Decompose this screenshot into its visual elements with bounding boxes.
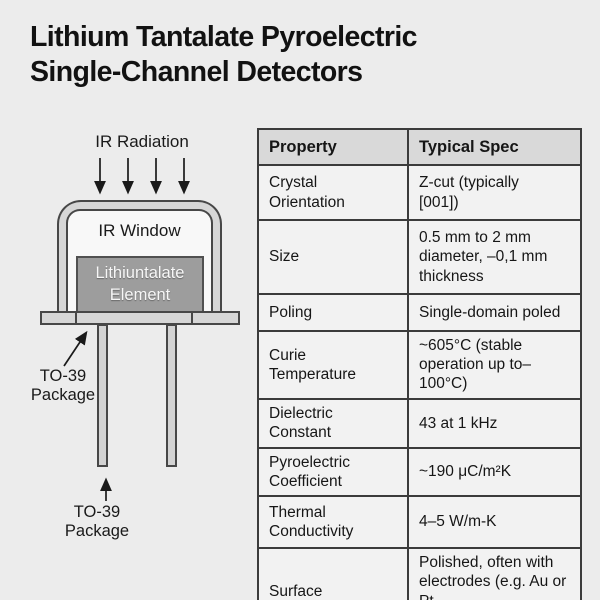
column-header-spec: Typical Spec [407,128,582,166]
ir-window-label: IR Window [98,221,181,240]
property-cell: Crystal Orientation [257,164,409,221]
spec-cell: 4–5 W/m-K [407,495,582,550]
table-row: Pyroelectric Coefficient ~190 μC/m²K [257,446,582,498]
property-cell: Pyroelectric Coefficient [257,446,409,498]
property-cell: Poling [257,293,409,332]
property-cell: Dielectric Constant [257,397,409,449]
table-row: Crystal Orientation Z-cut (typically [00… [257,164,582,221]
side-package-arrow-icon [63,330,88,367]
table-row: Surface Polished, often with electrodes … [257,547,582,600]
pin-right [166,324,177,467]
flange-notch [191,313,193,323]
package-flange [40,311,240,325]
property-cell: Surface [257,547,409,600]
spec-table: Property Typical Spec Crystal Orientatio… [257,128,582,600]
pin-left [97,324,108,467]
spec-cell: ~190 μC/m²K [407,446,582,498]
page-title-line2: Single-Channel Detectors [30,55,363,88]
diagram-arrows [63,158,190,501]
table-row: Dielectric Constant 43 at 1 kHz [257,397,582,449]
property-cell: Curie Temperature [257,330,409,400]
table-row: Thermal Conductivity 4–5 W/m-K [257,495,582,550]
side-package-label: TO-39 Package [30,367,96,405]
property-cell: Size [257,219,409,295]
bottom-package-label: TO-39 Package [64,503,130,541]
flange-notch [75,313,77,323]
spec-cell: 43 at 1 kHz [407,397,582,449]
table-row: Curie Temperature ~605°C (stable operati… [257,330,582,400]
table-row: Poling Single-domain poled [257,293,582,332]
page-title-line1: Lithium Tantalate Pyroelectric [30,21,418,53]
spec-cell: ~605°C (stable operation up to–100°C) [407,330,582,400]
detector-element: Lithiuntalate Element [76,256,204,313]
column-header-property: Property [257,128,409,166]
spec-cell: Z-cut (typically [001]) [407,164,582,221]
spec-cell: Single-domain poled [407,293,582,332]
ir-radiation-label: IR Radiation [95,132,189,151]
page-title: Lithium Tantalate Pyroelectric Single-Ch… [30,20,418,90]
spec-cell: 0.5 mm to 2 mm diameter, –0,1 mm thickne… [407,219,582,295]
table-row: Size 0.5 mm to 2 mm diameter, –0,1 mm th… [257,219,582,295]
table-header-row: Property Typical Spec [257,128,582,166]
detector-element-label: Lithiuntalate Element [95,264,185,304]
spec-cell: Polished, often with electrodes (e.g. Au… [407,547,582,600]
property-cell: Thermal Conductivity [257,495,409,550]
